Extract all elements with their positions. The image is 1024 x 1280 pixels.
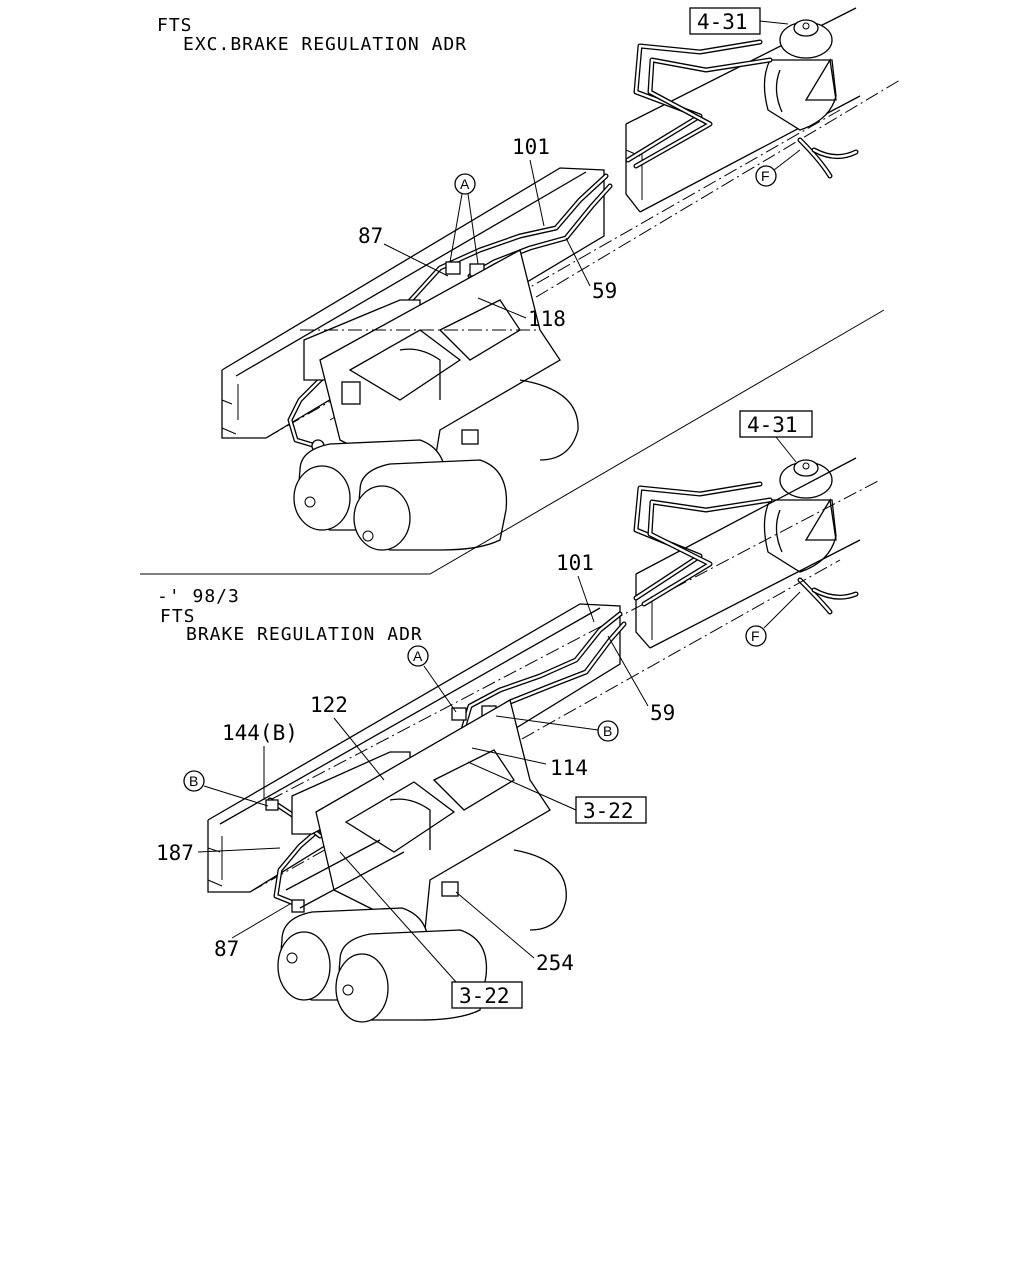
bottom-circle-f-label: F (751, 628, 760, 644)
top-header-line2: EXC.BRAKE REGULATION ADR (183, 34, 467, 55)
bottom-callout-114: 114 (550, 756, 588, 780)
bottom-callout-144: 144(B) (222, 721, 298, 745)
top-circle-f-label: F (761, 168, 770, 184)
bottom-header-line2: BRAKE REGULATION ADR (186, 624, 423, 645)
bottom-ref-box-322-upper[interactable] (575, 796, 647, 824)
bottom-callouts: 101 59 A B 122 144(B) 114 3-22 B 187 (156, 551, 675, 1009)
top-header-line1: FTS (157, 15, 193, 36)
bottom-ref-box-322-lower-label: 3-22 (459, 984, 510, 1008)
top-frame-rail (221, 79, 901, 439)
bottom-circle-a (407, 645, 429, 667)
top-callouts: 101 A 87 118 59 (358, 135, 617, 331)
bottom-ref-box-431-label: 4-31 (747, 413, 798, 437)
bottom-circle-b-left (183, 770, 205, 792)
bottom-brake-valve: 4-31 F (739, 410, 859, 647)
top-brake-valve: 4-31 F (689, 7, 859, 187)
bottom-callout-187: 187 (156, 841, 194, 865)
bottom-tank-assembly (277, 699, 567, 1023)
bottom-callout-87: 87 (214, 937, 239, 961)
bottom-circle-b-left-label: B (189, 773, 198, 789)
top-callout-59: 59 (592, 279, 617, 303)
bottom-frame-rail (207, 479, 881, 893)
bottom-date-code: -' 98/3 (157, 586, 240, 607)
top-tank-assembly (293, 249, 579, 551)
bottom-ref-box-322-upper-label: 3-22 (583, 799, 634, 823)
top-ref-box-431[interactable] (689, 7, 761, 35)
top-callout-87: 87 (358, 224, 383, 248)
top-callout-101: 101 (512, 135, 550, 159)
bottom-callout-254: 254 (536, 951, 574, 975)
bottom-callout-59: 59 (650, 701, 675, 725)
top-circle-a (454, 173, 476, 195)
top-circle-a-label: A (460, 176, 470, 192)
top-callout-118: 118 (528, 307, 566, 331)
top-circle-f (755, 165, 777, 187)
top-ref-box-431-label: 4-31 (697, 10, 748, 34)
bottom-circle-f (745, 625, 767, 647)
view-separator (140, 309, 885, 575)
bottom-circle-a-label: A (413, 648, 423, 664)
top-view: FTS EXC.BRAKE REGULATION ADR 4-31 (157, 7, 901, 551)
bottom-ref-box-322-lower[interactable] (451, 981, 523, 1009)
bottom-view: -' 98/3 FTS BRAKE REGULATION ADR 4-31 F (156, 410, 881, 1023)
bottom-header-line1: FTS (160, 606, 196, 627)
bottom-rear-frame (635, 457, 861, 649)
bottom-callout-101: 101 (556, 551, 594, 575)
bottom-circle-b-right (597, 720, 619, 742)
bottom-circle-b-right-label: B (603, 723, 612, 739)
bottom-callout-122: 122 (310, 693, 348, 717)
